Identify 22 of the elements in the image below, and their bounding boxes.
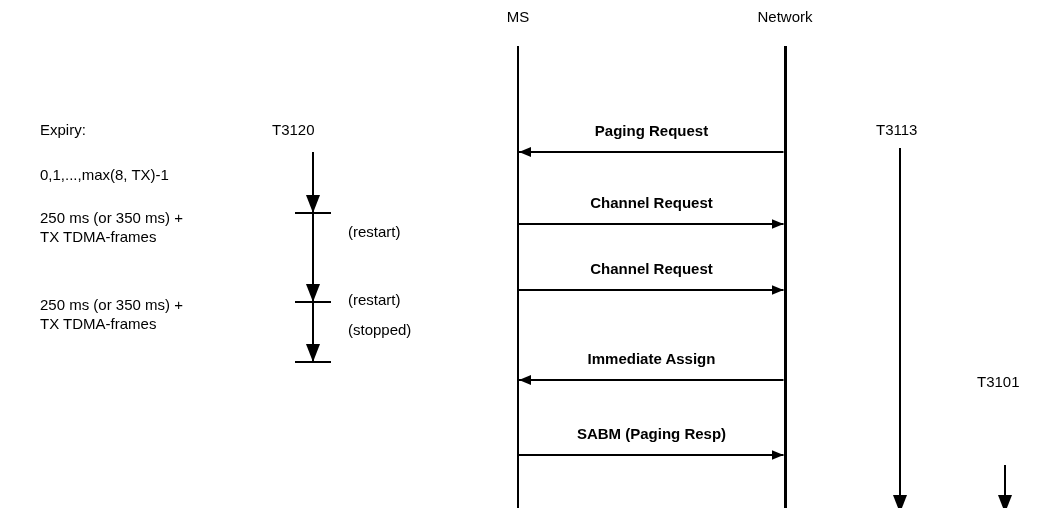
lifeline-label: Network [757,8,813,25]
timer-note: 0,1,...,max(8, TX)-1 [40,165,169,184]
message-arrow [518,285,785,295]
timer-note: 250 ms (or 350 ms) + TX TDMA-frames [40,295,184,333]
edge-label: Paging Request [592,122,711,140]
edge-label: Immediate Assign [585,350,718,368]
message-arrow [518,147,785,157]
timer-note: T3113 [876,120,918,139]
timer-note: T3120 [272,120,315,139]
timer-note: 250 ms (or 350 ms) + TX TDMA-frames [40,208,184,246]
message-arrow [518,375,785,385]
timer-note: (stopped) [348,320,412,339]
lifeline-label: MS [506,8,530,25]
timer-note: Expiry: [40,120,86,139]
message-arrow [518,450,785,460]
message-arrow [518,219,785,229]
edge-label: Channel Request [588,260,715,278]
timer-note: T3101 [977,372,1020,391]
timer-note: (restart) [348,290,401,309]
edge-label: Channel Request [588,194,715,212]
edge-label: SABM (Paging Resp) [574,425,729,443]
timer-note: (restart) [348,222,401,241]
